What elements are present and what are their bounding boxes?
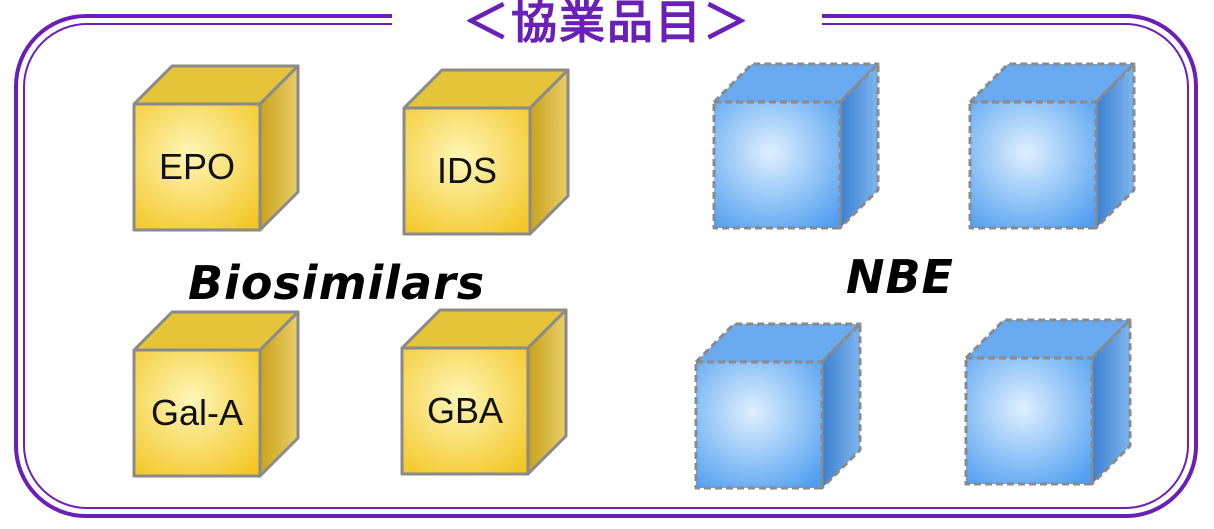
cube-shape xyxy=(402,68,570,236)
cube-front-face xyxy=(694,360,824,490)
cube-shape xyxy=(694,322,862,490)
cube-front-face xyxy=(132,348,262,478)
cube-shape xyxy=(400,308,568,476)
group-label-nbe: NBE xyxy=(846,250,954,304)
cube-front-face xyxy=(968,100,1098,230)
group-label-biosimilars: Biosimilars xyxy=(188,256,486,310)
cube-front-face xyxy=(400,346,530,476)
cube-shape xyxy=(968,62,1136,230)
cube-shape xyxy=(132,310,300,478)
cube-label: IDS xyxy=(436,150,497,191)
cube-epo: EPO xyxy=(132,64,300,232)
cube-shape xyxy=(964,318,1132,486)
cube-ids: IDS xyxy=(402,68,570,236)
cube-nbe-4 xyxy=(964,318,1132,486)
cube-label: Gal-A xyxy=(150,392,244,433)
cube-front-face xyxy=(964,356,1094,486)
cube-shape xyxy=(712,62,880,230)
cube-front-face xyxy=(402,106,532,236)
cube-nbe-2 xyxy=(968,62,1136,230)
cube-shape xyxy=(132,64,300,232)
cube-nbe-1 xyxy=(712,62,880,230)
cube-front-face xyxy=(712,100,842,230)
cube-label: EPO xyxy=(158,146,236,187)
cube-nbe-3 xyxy=(694,322,862,490)
title-background xyxy=(392,0,822,48)
cube-gal-a: Gal-A xyxy=(132,310,300,478)
cube-gba: GBA xyxy=(400,308,568,476)
cube-label: GBA xyxy=(426,390,504,431)
diagram-title: ＜協業品目＞ xyxy=(463,0,751,49)
cube-front-face xyxy=(132,102,262,232)
